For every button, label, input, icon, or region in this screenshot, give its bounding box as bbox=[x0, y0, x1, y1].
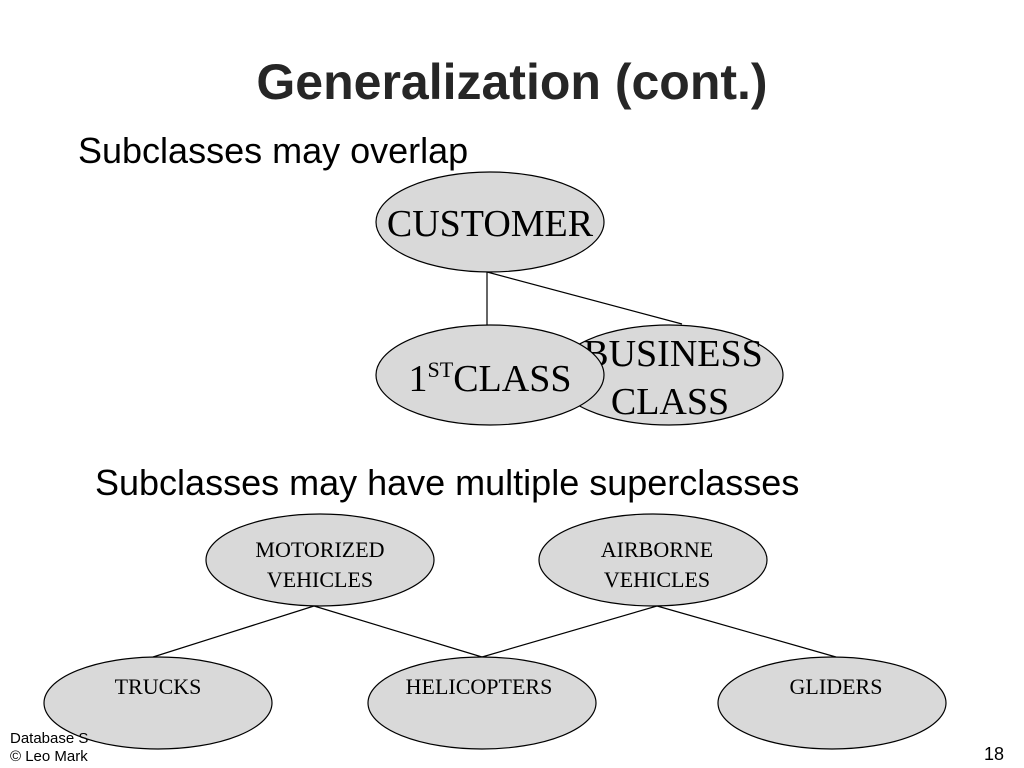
trucks-label: TRUCKS bbox=[115, 674, 202, 699]
footer-author: © Leo Mark bbox=[10, 748, 88, 765]
first-class-label: 1STCLASS bbox=[409, 357, 572, 400]
motorized-vehicles-node bbox=[205, 513, 435, 607]
helicopters-label: HELICOPTERS bbox=[406, 674, 553, 699]
multiple-superclass-diagram: MOTORIZED VEHICLES AIRBORNE VEHICLES TRU… bbox=[43, 513, 947, 750]
footer-course: Database S bbox=[10, 730, 89, 747]
motorized-vehicles-label-line1: MOTORIZED bbox=[255, 537, 384, 562]
gliders-node bbox=[717, 656, 947, 750]
helicopters-node bbox=[367, 656, 597, 750]
customer-node bbox=[375, 171, 605, 273]
connector-airborne-gliders bbox=[656, 605, 837, 658]
footer-credit: Database S © Leo Mark bbox=[10, 730, 88, 766]
airborne-vehicles-node bbox=[538, 513, 768, 607]
airborne-vehicles-label-line1: AIRBORNE bbox=[601, 537, 713, 562]
first-class-node bbox=[375, 324, 605, 426]
business-class-label-line2: CLASS bbox=[611, 381, 729, 423]
slide-title: Generalization (cont.) bbox=[256, 54, 768, 110]
connector-airborne-helicopters bbox=[481, 605, 658, 658]
motorized-vehicles-label-line2: VEHICLES bbox=[267, 567, 373, 592]
connector-motorized-helicopters bbox=[313, 605, 483, 658]
customer-label: CUSTOMER bbox=[387, 203, 594, 245]
page-number: 18 bbox=[983, 744, 1004, 764]
bullet-overlap: Subclasses may overlap bbox=[78, 130, 469, 171]
connector-customer-business bbox=[486, 271, 683, 325]
business-class-label-line1: BUSINESS bbox=[583, 333, 763, 375]
airborne-vehicles-label-line2: VEHICLES bbox=[604, 567, 710, 592]
trucks-node bbox=[43, 656, 273, 750]
overlap-diagram: CUSTOMER BUSINESS CLASS 1STCLASS bbox=[375, 171, 784, 426]
connector-motorized-trucks bbox=[152, 605, 315, 658]
gliders-label: GLIDERS bbox=[790, 674, 883, 699]
bullet-multiple-superclasses: Subclasses may have multiple superclasse… bbox=[95, 462, 800, 503]
